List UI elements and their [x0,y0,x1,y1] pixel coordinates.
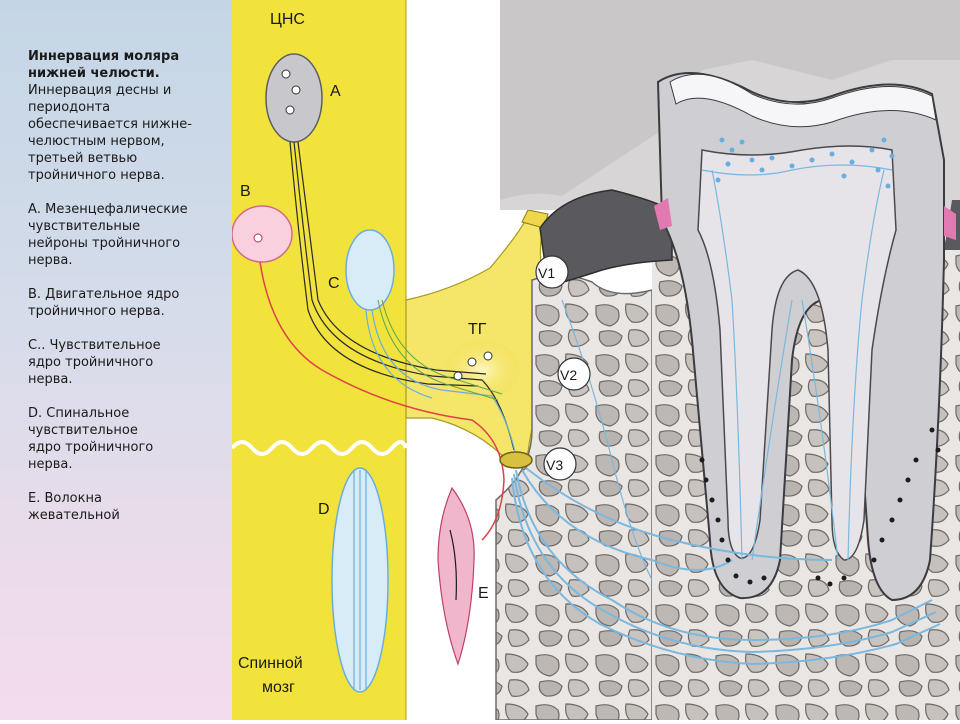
innervation-diagram: ЦНС A B C D E ТГ V1 V2 V3 Спинной мозг [230,0,960,721]
legend-item-b: В. Двигательное ядро тройничного нерва. [28,287,180,319]
spinal-cord-label-line1: Спинной [238,655,303,672]
periodontal-receptors [699,427,941,587]
v2-badge: V2 [557,357,591,391]
spinal-break-line [230,440,408,456]
legend-item-e: Е. Волокна жевательной [28,491,120,523]
v1-label: V1 [538,265,555,281]
tg-label: ТГ [468,321,487,338]
label-d: D [318,501,330,518]
v3-label: V3 [546,457,563,473]
label-c: C [328,275,340,292]
description-intro: Иннервация десны и периодонта обеспечива… [28,83,192,183]
label-b: B [240,183,251,200]
spinal-cord-label-line2: мозг [262,679,295,696]
label-a: A [330,83,341,100]
trigeminal-ganglion [444,340,520,400]
cns-label: ЦНС [270,11,305,28]
mandibular-nerve-fibers [511,467,941,666]
v1-badge: V1 [535,255,569,289]
description-panel: Иннервация моляра нижней челюсти. Иннерв… [0,0,232,720]
motor-fiber [259,261,505,541]
v3-badge: V3 [543,447,577,481]
pulp-nerve-endings [715,137,895,189]
label-e: E [478,585,489,602]
nucleus-c-sensory [345,229,395,311]
nucleus-a-mesencephalic [265,53,323,143]
legend-item-d: D. Спинальное чувствительное ядро тройни… [28,406,154,472]
legend-item-a: А. Мезенцефалические чувствительные нейр… [28,202,188,268]
v2-label: V2 [560,367,577,383]
description-title: Иннервация моляра нижней челюсти. [28,49,180,81]
tooth-pulp [697,145,897,561]
legend-item-c: С.. Чувствительное ядро тройничного нерв… [28,338,161,387]
description-text: Иннервация моляра нижней челюсти. Иннерв… [28,48,218,541]
nucleus-b-motor [231,205,293,263]
